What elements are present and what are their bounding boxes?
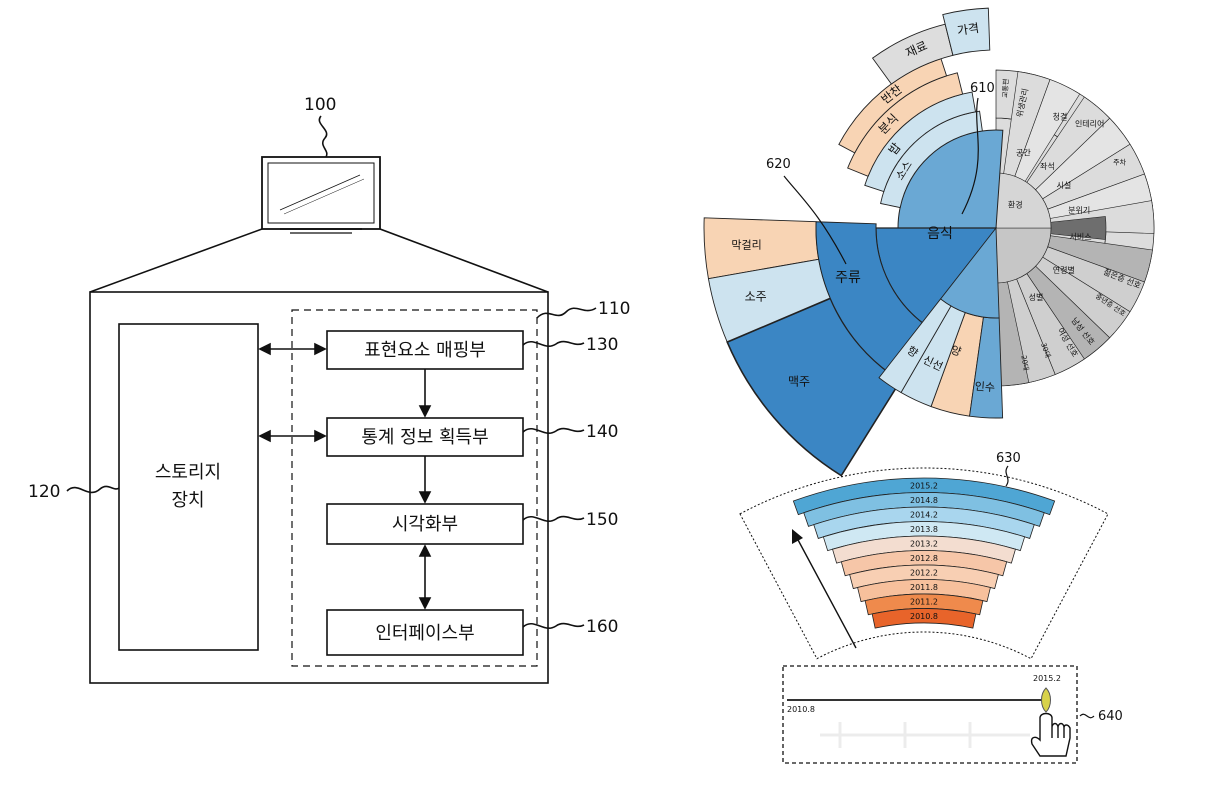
- ref-120: 120: [28, 482, 60, 502]
- alcohol-label-1: 소주: [745, 289, 767, 303]
- gray-label-14: 환경: [1008, 200, 1023, 210]
- gray-label-3: 교통편: [1000, 78, 1010, 98]
- lower-label-0: 양: [949, 343, 963, 358]
- visual-label: 시각화부: [392, 514, 458, 535]
- leader-630: [1005, 465, 1009, 487]
- alcohol-label-0: 막걸리: [731, 238, 761, 251]
- center-label-food: 음식: [927, 226, 953, 242]
- leader-130: [522, 340, 585, 347]
- timeline-label-8: 2011.2: [910, 597, 938, 606]
- leader-620: [783, 175, 847, 265]
- interface-label: 인터페이스부: [375, 623, 474, 644]
- slider-end-label: 2015.2: [1033, 674, 1061, 683]
- gray-inner-top: [995, 172, 1052, 229]
- lower-core: [939, 226, 1000, 319]
- time-slider: [782, 665, 1078, 764]
- ref-130: 130: [586, 335, 618, 355]
- storage-mapping-arrow: [258, 342, 327, 356]
- gray-label-17: 시설: [1056, 180, 1071, 190]
- storage-label-1: 스토리지: [155, 462, 221, 483]
- gray-label-5: 서비스: [1069, 232, 1091, 241]
- leader-140: [522, 427, 585, 434]
- timeline-stack: 2015.2 2014.8 2014.2 2013.8 2013.2 2012.8 2012…: [739, 467, 1109, 660]
- system-box: [89, 291, 549, 684]
- timeline-label-7: 2011.8: [910, 583, 938, 592]
- slider-handle[interactable]: [1041, 687, 1051, 713]
- ref-160: 160: [586, 617, 618, 637]
- timeline-label-3: 2013.8: [910, 525, 938, 534]
- mapping-stats-arrow: [418, 369, 432, 418]
- gray-label-8: 20대: [1019, 355, 1030, 372]
- faded-track-ticks: [820, 722, 1030, 748]
- gray-label-1: 인테리어: [1075, 118, 1104, 128]
- leader-160: [522, 622, 585, 629]
- mapping-label: 표현요소 매핑부: [364, 340, 486, 361]
- ref-140: 140: [586, 422, 618, 442]
- lower-label-3: 인수: [974, 380, 995, 394]
- gray-label-16: 좌석: [1040, 161, 1055, 171]
- ref-110: 110: [598, 299, 630, 319]
- leader-150: [522, 515, 585, 522]
- visual-block: [326, 503, 524, 545]
- timeline-label-0: 2015.2: [910, 481, 938, 490]
- pointer-hand-icon: [1030, 712, 1071, 757]
- storage-box: [118, 323, 259, 651]
- gray-label-18: 주차: [1113, 157, 1126, 166]
- ref-150: 150: [586, 510, 618, 530]
- storage-stats-arrow: [258, 429, 327, 443]
- gray-label-0: 청결: [1053, 112, 1068, 122]
- leader-610: [961, 97, 979, 215]
- ref-620: 620: [766, 157, 791, 172]
- ref-100: 100: [304, 95, 336, 115]
- gray-label-15: 공간: [1016, 147, 1031, 157]
- slider-frame: [782, 665, 1078, 764]
- stats-visual-arrow: [418, 456, 432, 504]
- gray-mid-band: [995, 227, 1052, 284]
- leader-110: [536, 307, 597, 319]
- leader-100: [318, 115, 328, 158]
- center-label-alcohol: 주류: [835, 270, 861, 286]
- ref-630: 630: [996, 451, 1021, 466]
- timeline-label-1: 2014.8: [910, 496, 938, 505]
- gray-label-6: 연령별: [1053, 265, 1075, 275]
- system-block-diagram: [66, 115, 597, 684]
- food-ring-3: [838, 58, 948, 154]
- alcohol-label-2: 맥주: [788, 374, 810, 388]
- gray-label-4: 분위기: [1068, 206, 1090, 215]
- food-ring-5: [942, 7, 991, 56]
- food-label-0: 가격: [956, 21, 980, 38]
- interface-block: [326, 609, 524, 656]
- slider-start-label: 2010.8: [787, 705, 815, 714]
- processor-box: [291, 309, 538, 667]
- visual-interface-arrow: [418, 544, 432, 610]
- timeline-label-6: 2012.2: [910, 568, 938, 577]
- timeline-label-9: 2010.8: [910, 612, 938, 621]
- leader-640: [1079, 713, 1095, 719]
- stats-label: 통계 정보 획득부: [361, 427, 488, 448]
- ref-610: 610: [970, 81, 995, 96]
- gray-label-7: 성별: [1029, 292, 1044, 302]
- storage-label-2: 장치: [171, 490, 204, 511]
- ref-640: 640: [1098, 709, 1123, 724]
- timeline-label-4: 2013.2: [910, 539, 938, 548]
- monitor-icon: [261, 156, 381, 234]
- scroll-direction-arrow: [792, 529, 857, 649]
- timeline-label-2: 2014.2: [910, 510, 938, 519]
- timeline-band-9: [871, 608, 977, 629]
- leader-120: [66, 485, 120, 494]
- timeline-label-5: 2012.8: [910, 554, 938, 563]
